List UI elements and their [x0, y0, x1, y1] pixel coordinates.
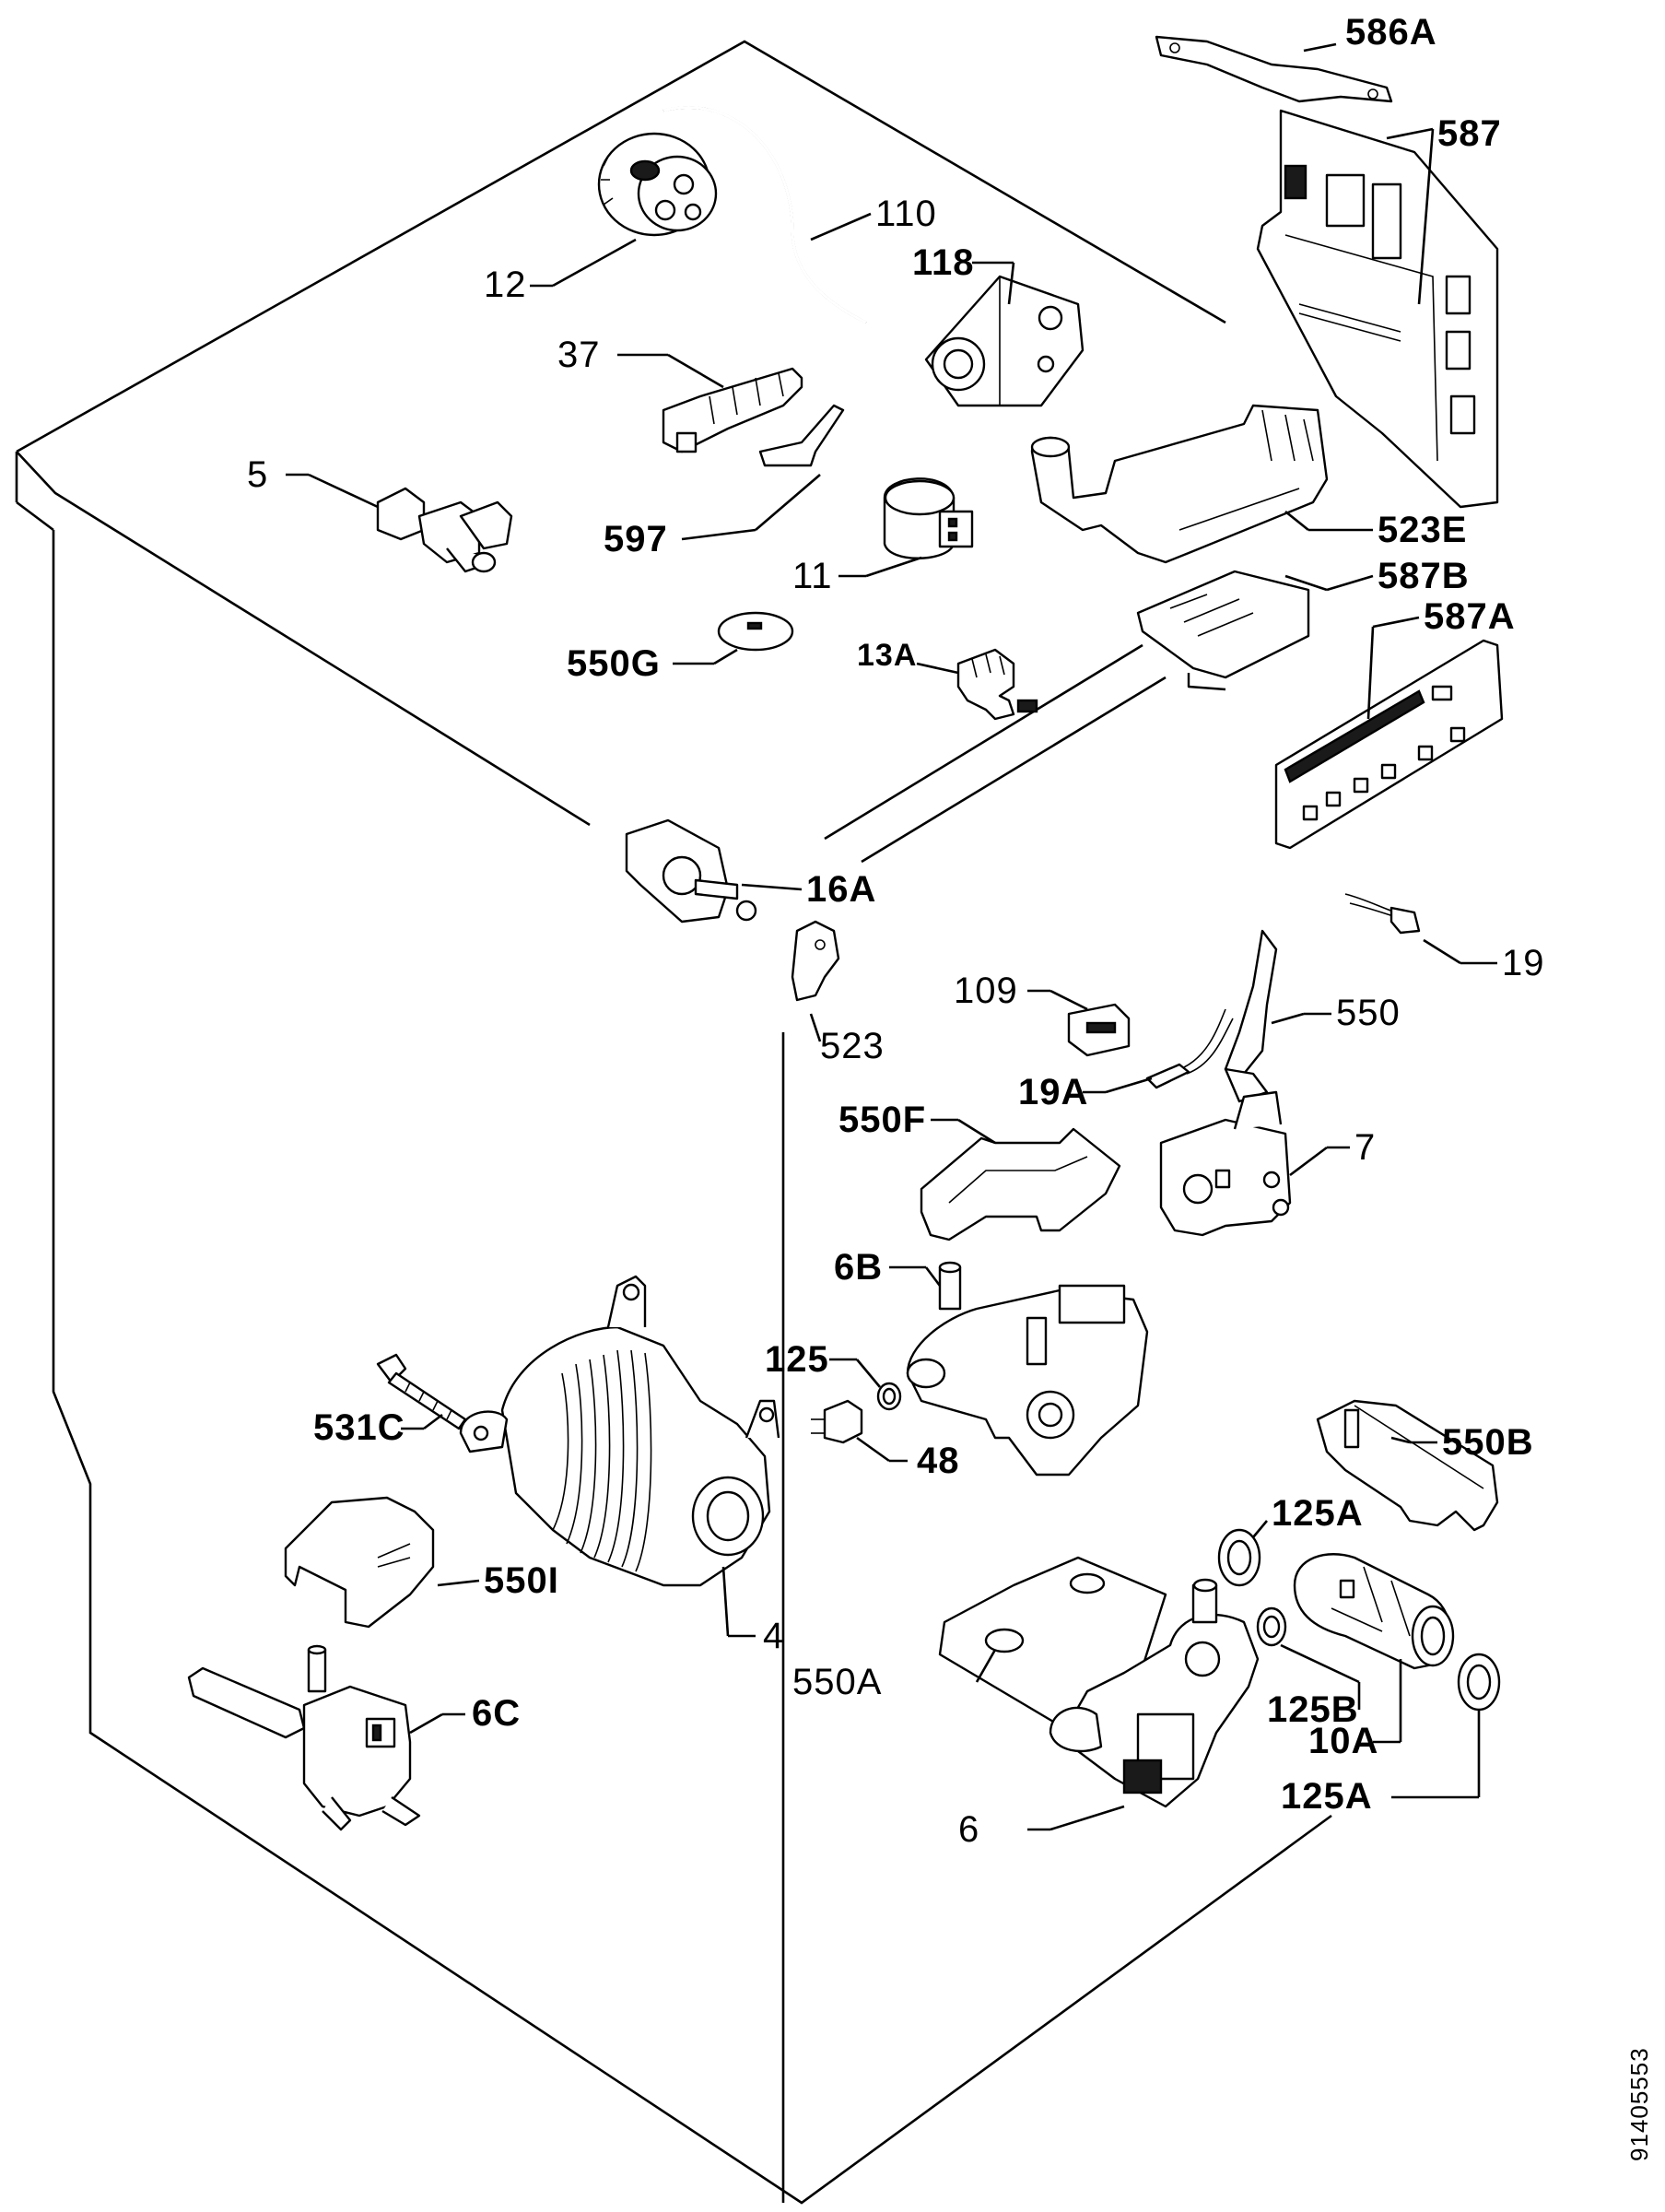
part-125A-ring-bottom — [1391, 1653, 1501, 1799]
label-37: 37 — [557, 335, 601, 375]
label-550I: 550I — [484, 1560, 559, 1601]
label-550G: 550G — [567, 643, 661, 684]
label-7: 7 — [1354, 1127, 1376, 1168]
label-6B: 6B — [834, 1247, 883, 1288]
label-523E: 523E — [1378, 510, 1467, 550]
part-19A-wire — [1083, 1008, 1234, 1094]
label-523: 523 — [820, 1026, 885, 1066]
label-125A-top: 125A — [1272, 1493, 1364, 1534]
cabinet-outline — [15, 40, 1332, 2205]
label-550B: 550B — [1442, 1422, 1534, 1463]
label-11: 11 — [792, 556, 833, 596]
part-125-ring — [829, 1358, 902, 1411]
label-109: 109 — [954, 971, 1018, 1011]
label-12: 12 — [484, 265, 527, 305]
part-6-pump — [1027, 1578, 1260, 1831]
part-48-sensor — [811, 1399, 908, 1463]
part-531C-screw — [376, 1353, 467, 1430]
part-587A-display — [1274, 616, 1504, 850]
part-550I-cover — [284, 1496, 480, 1629]
label-5: 5 — [247, 454, 268, 495]
part-597-clip — [681, 404, 845, 541]
part-118-switch — [924, 261, 1085, 407]
label-597: 597 — [604, 519, 668, 559]
label-10A: 10A — [1308, 1721, 1378, 1761]
part-19-wire — [1344, 893, 1497, 965]
label-6C: 6C — [472, 1693, 521, 1734]
label-4: 4 — [763, 1616, 784, 1656]
label-550F: 550F — [838, 1100, 926, 1140]
part-523-plate — [791, 920, 840, 1042]
label-587A: 587A — [1424, 596, 1516, 637]
part-125A-ring-top — [1217, 1520, 1268, 1587]
part-586A-bracket — [1155, 35, 1393, 103]
label-125: 125 — [765, 1339, 829, 1380]
label-125A-bottom: 125A — [1281, 1776, 1373, 1817]
label-125B: 125B — [1267, 1689, 1359, 1730]
part-5-valve — [286, 473, 513, 573]
label-48: 48 — [917, 1441, 960, 1481]
part-550B-bracket — [1316, 1399, 1499, 1532]
label-586A: 586A — [1345, 12, 1437, 53]
part-110-tube — [662, 106, 872, 324]
part-16A-doorlock — [625, 818, 803, 924]
label-110: 110 — [875, 194, 937, 234]
label-531C: 531C — [313, 1407, 405, 1448]
document-number: 91405553 — [1625, 2047, 1653, 2161]
part-4-motor — [459, 1275, 780, 1638]
part-10A-filter — [1293, 1553, 1455, 1744]
label-16A: 16A — [806, 869, 876, 910]
part-12-knob — [530, 132, 718, 288]
part-7-switch — [1159, 1090, 1350, 1237]
part-587B-board — [1136, 570, 1374, 691]
part-550G-disc — [673, 611, 794, 665]
part-37-terminal — [617, 353, 803, 453]
part-6B-valve-block — [889, 1261, 1149, 1477]
label-13A: 13A — [857, 638, 917, 673]
part-550F-cover — [920, 1118, 1121, 1241]
label-587: 587 — [1437, 113, 1502, 154]
label-19A: 19A — [1018, 1072, 1088, 1112]
part-13A-connector — [916, 648, 1038, 721]
label-550: 550 — [1336, 993, 1401, 1033]
part-109-cover — [1027, 989, 1131, 1057]
label-550A: 550A — [792, 1662, 882, 1702]
part-125B-ring — [1256, 1606, 1361, 1710]
label-19: 19 — [1502, 943, 1545, 983]
label-6: 6 — [958, 1809, 979, 1850]
part-6C-valve — [187, 1644, 465, 1831]
label-118: 118 — [912, 242, 975, 283]
label-587B: 587B — [1378, 556, 1470, 596]
part-550-bracket — [1224, 929, 1331, 1103]
part-11-capacitor — [838, 477, 974, 578]
part-587-housing — [1256, 109, 1499, 509]
part-523E-duct — [1030, 404, 1373, 564]
